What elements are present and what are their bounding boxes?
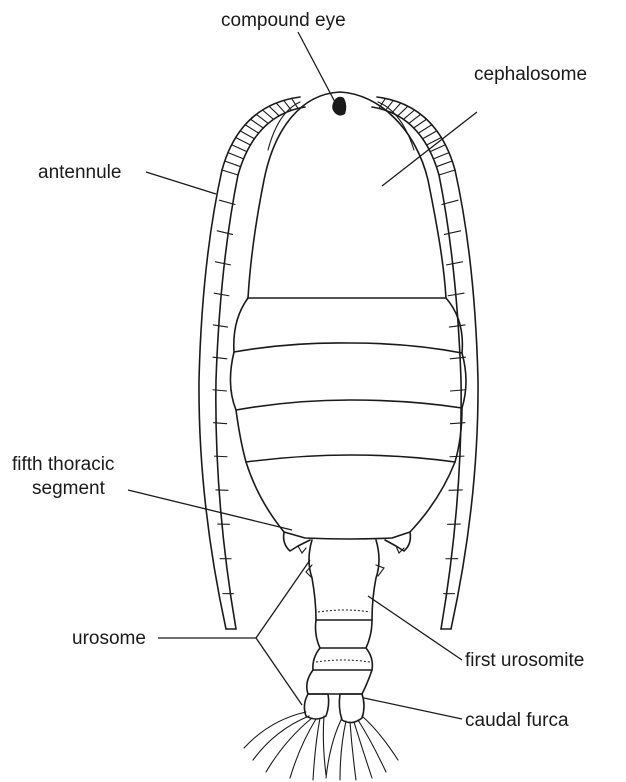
antennule-segment-divider [215, 262, 230, 265]
antennule-segment-divider [251, 119, 264, 128]
cephalosome [248, 92, 446, 298]
antennule-segment-divider [451, 390, 466, 391]
leader-urosome [158, 560, 310, 638]
antennule-segment-divider [276, 103, 285, 113]
antennule-segment-divider [447, 262, 463, 265]
right-antennule [372, 97, 478, 629]
antennule-segment-divider [418, 125, 431, 133]
antennule-segment-divider [263, 110, 274, 119]
antennule-segment-divider [449, 325, 465, 327]
labels: compound eye cephalosome antennule fifth… [12, 10, 587, 731]
antennule-segment-divider [236, 138, 251, 145]
antennule-segment-divider [213, 357, 227, 359]
antennule-segment-divider [433, 153, 449, 159]
antennule-segment-divider [245, 125, 258, 133]
caudal-furca [304, 694, 364, 723]
label-first-urosomite: first urosomite [465, 650, 584, 671]
leader-antennule [146, 172, 216, 194]
antennule-segment-divider [240, 131, 254, 139]
antennule-segment-divider [232, 145, 247, 152]
label-compound-eye: compound eye [221, 10, 346, 31]
antennule-segment-divider [217, 231, 232, 235]
antennule-segment-divider [256, 114, 268, 123]
label-antennule: antennule [38, 162, 121, 183]
antennule-segment-divider [450, 423, 465, 424]
label-cephalosome: cephalosome [474, 64, 587, 85]
antennule-segment-divider [213, 390, 227, 391]
antennule-segment-divider [439, 170, 455, 175]
leader-first-urosomite [368, 596, 462, 660]
label-caudal-furca: caudal furca [465, 710, 569, 731]
leader-urosome-2 [256, 638, 302, 705]
thoracic-segments [230, 298, 466, 539]
antennule-segment-divider [409, 114, 421, 123]
leader-compound-eye [298, 32, 336, 104]
antennule-segment-divider [444, 231, 460, 235]
antennule-segment-divider [436, 161, 452, 167]
antennule-segment-divider [214, 456, 227, 457]
caudal-setae [244, 712, 398, 780]
antennule-segment-divider [269, 106, 279, 116]
antennule-segment-divider [213, 325, 227, 327]
label-urosome: urosome [72, 628, 146, 649]
fifth-thoracic-segment [284, 532, 411, 553]
urosome [306, 540, 384, 694]
antennule-segment-divider [392, 103, 401, 113]
antennule-segment-divider [228, 153, 244, 159]
antennule-segment-divider [404, 110, 415, 119]
antennule-segment-divider [414, 119, 427, 128]
antennule-segment-divider [430, 145, 445, 152]
antennule-segment-divider [423, 131, 437, 139]
antennule-segment-divider [225, 161, 241, 167]
antennule-segment-divider [222, 170, 238, 175]
antennule-segment-divider [398, 106, 408, 116]
leader-lines [128, 32, 477, 719]
label-fifth-thoracic-line1: fifth thoracic [12, 454, 114, 475]
label-fifth-thoracic-line2: segment [32, 478, 106, 499]
leader-caudal-furca [364, 698, 462, 719]
